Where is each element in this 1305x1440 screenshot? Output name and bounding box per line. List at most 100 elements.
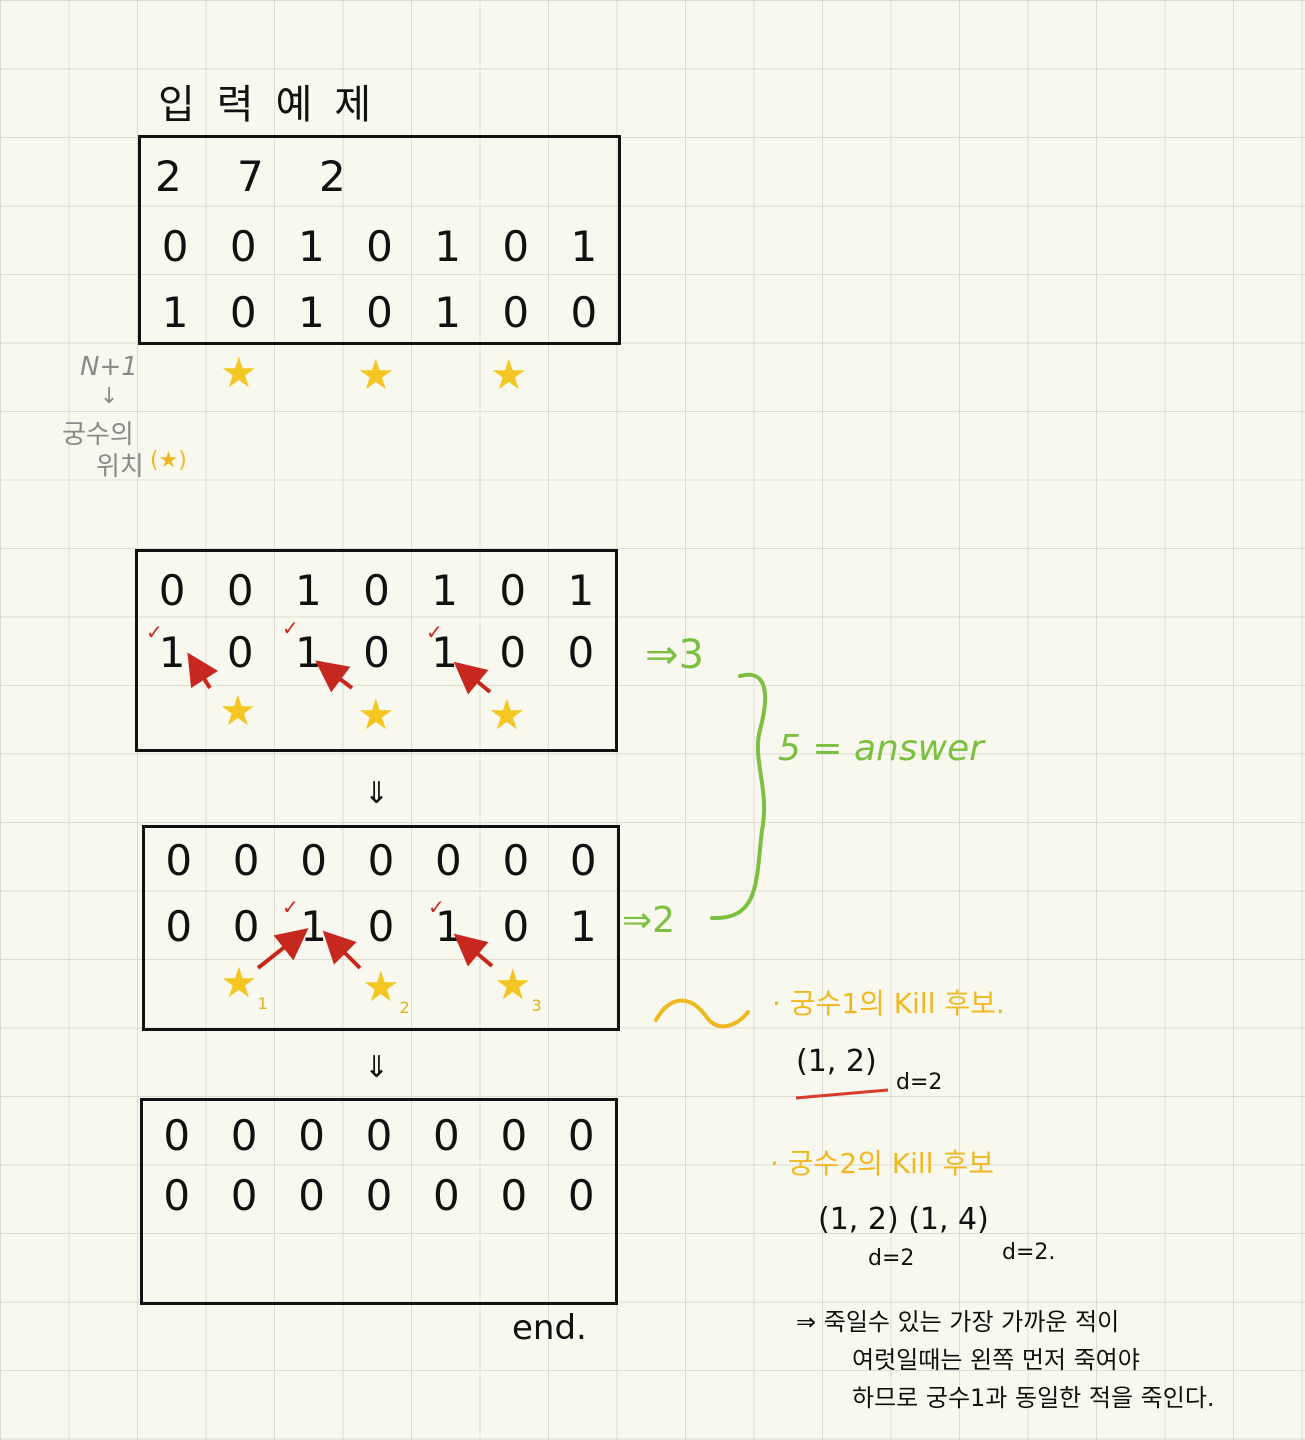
side-note-n-plus-1: N+1 xyxy=(80,352,138,382)
grid-cell: 1 xyxy=(431,566,458,615)
conclusion-line-3: 하므로 궁수1과 동일한 적을 죽인다. xyxy=(852,1384,1215,1412)
target-arrow-icon xyxy=(256,928,309,970)
grid-cell: 0 xyxy=(366,222,393,271)
grid-cell: 0 xyxy=(500,1171,528,1220)
checkmark-icon: ✓ xyxy=(282,895,299,919)
grid-cell: 0 xyxy=(499,628,527,677)
grid-cell: 0 xyxy=(230,1171,258,1220)
archer1-title-text: · 궁수1의 Kill 후보. xyxy=(772,987,1005,1020)
archer-star-icon: ★2 xyxy=(362,962,410,1017)
step2-result: ⇒2 xyxy=(622,900,676,941)
grid-cell: 0 xyxy=(161,222,189,271)
grid-cell: 1 xyxy=(567,566,595,615)
step1-box: 0 0 1 0 1 0 1 1 0 1 0 1 0 0 xyxy=(135,549,618,752)
down-arrow-icon: ↓ xyxy=(100,384,119,409)
input-row-1: 0 0 1 0 1 0 1 xyxy=(141,226,618,268)
grid-cell: 1 xyxy=(434,288,461,337)
grid-cell: 0 xyxy=(367,902,395,951)
end-label: end. xyxy=(512,1308,587,1348)
input-row-2: 1 0 1 0 1 0 0 xyxy=(141,292,618,334)
grid-cell: 1 xyxy=(297,222,325,271)
archer-star-icon: ★ xyxy=(219,686,257,735)
step1-row-2: 1 0 1 0 1 0 0 xyxy=(138,632,615,674)
grid-cell: 0 xyxy=(165,902,193,951)
grid-cell: 0 xyxy=(567,1171,595,1220)
archer-star-icon: ★3 xyxy=(494,960,542,1015)
step3-row-1: 0 0 0 0 0 0 0 xyxy=(143,1115,615,1157)
checkmark-icon: ✓ xyxy=(146,620,163,644)
sum-brace-icon xyxy=(710,672,768,921)
archer-star-icon: ★ xyxy=(488,690,526,739)
input-header-value: 7 xyxy=(237,152,264,201)
step2-row-1: 0 0 0 0 0 0 0 xyxy=(145,840,617,882)
grid-cell: 0 xyxy=(502,288,530,337)
grid-cell: 0 xyxy=(433,1111,460,1160)
grid-cell: 0 xyxy=(502,222,530,271)
grid-cell: 0 xyxy=(567,1111,595,1160)
grid-cell: 0 xyxy=(300,836,327,885)
grid-cell: 1 xyxy=(569,902,597,951)
target-arrow-icon xyxy=(315,660,354,693)
grid-cell: 1 xyxy=(570,222,598,271)
grid-cell: 0 xyxy=(569,836,597,885)
grid-cell: 0 xyxy=(165,836,193,885)
grid-cell: 0 xyxy=(163,1171,191,1220)
grid-cell: 0 xyxy=(230,1111,258,1160)
archer2-distance-2: d=2. xyxy=(1002,1240,1056,1265)
archer-index-label: 2 xyxy=(399,998,410,1017)
underline-mark xyxy=(795,1088,889,1100)
grid-cell: 0 xyxy=(226,566,254,615)
target-arrow-icon xyxy=(453,933,494,968)
target-arrow-icon xyxy=(322,930,362,970)
archer-star-icon: ★ xyxy=(220,348,258,397)
input-header-value: 2 xyxy=(319,152,346,201)
step3-row-2: 0 0 0 0 0 0 0 xyxy=(143,1175,615,1217)
archer2-candidates: (1, 2) (1, 4) xyxy=(818,1202,989,1237)
archer2-title-text: · 궁수2의 Kill 후보 xyxy=(770,1147,994,1180)
grid-cell: 1 xyxy=(294,566,322,615)
grid-cell: 0 xyxy=(365,1171,393,1220)
grid-cell: 0 xyxy=(298,1171,325,1220)
grid-cell: 0 xyxy=(363,628,390,677)
grid-cell: 0 xyxy=(163,1111,191,1160)
archer2-distance-1: d=2 xyxy=(868,1246,915,1271)
grid-cell: 0 xyxy=(232,902,260,951)
grid-cell: 0 xyxy=(500,1111,528,1160)
archer-index-label: 1 xyxy=(257,994,268,1013)
down-arrow-icon: ⇓ xyxy=(364,776,390,811)
archer-index-label: 3 xyxy=(531,996,542,1015)
archer-star-icon: ★ xyxy=(357,690,395,739)
input-example-box: 2 7 2 0 0 1 0 1 0 1 1 0 1 0 1 0 0 xyxy=(138,135,621,345)
grid-cell: 0 xyxy=(229,222,257,271)
grid-cell: 1 xyxy=(297,288,325,337)
side-note-archer: 궁수의 xyxy=(62,420,134,450)
archer1-title: · 궁수1의 Kill 후보. xyxy=(772,982,1005,1022)
checkmark-icon: ✓ xyxy=(426,620,443,644)
grid-cell: 0 xyxy=(502,836,530,885)
down-arrow-icon: ⇓ xyxy=(364,1050,390,1085)
grid-cell: 0 xyxy=(158,566,186,615)
grid-cell: 0 xyxy=(433,1171,460,1220)
grid-cell: 1 xyxy=(161,288,189,337)
target-arrow-icon xyxy=(187,652,219,690)
grid-cell: 0 xyxy=(363,566,390,615)
grid-cell: 0 xyxy=(226,628,254,677)
grid-cell: 1 xyxy=(431,628,458,677)
answer-label: 5 = answer xyxy=(778,728,984,769)
grid-cell: 0 xyxy=(367,836,395,885)
archer1-distance: d=2 xyxy=(896,1070,943,1095)
input-header-value: 2 xyxy=(155,152,182,201)
archer1-candidates: (1, 2) xyxy=(796,1044,877,1079)
grid-cell: 0 xyxy=(298,1111,325,1160)
side-note-position: 위치 xyxy=(96,452,144,482)
checkmark-icon: ✓ xyxy=(282,616,299,640)
archer-star-icon: ★ xyxy=(490,350,528,399)
conclusion-line-2: 여럿일때는 왼쪽 먼저 죽여야 xyxy=(852,1346,1140,1374)
callout-squiggle-icon xyxy=(654,998,750,1029)
grid-cell: 0 xyxy=(570,288,598,337)
grid-cell: 0 xyxy=(365,1111,393,1160)
archer2-title: · 궁수2의 Kill 후보 xyxy=(770,1142,994,1182)
grid-cell: 0 xyxy=(435,836,462,885)
step2-row-2: 0 0 1 0 1 0 1 xyxy=(145,906,617,948)
